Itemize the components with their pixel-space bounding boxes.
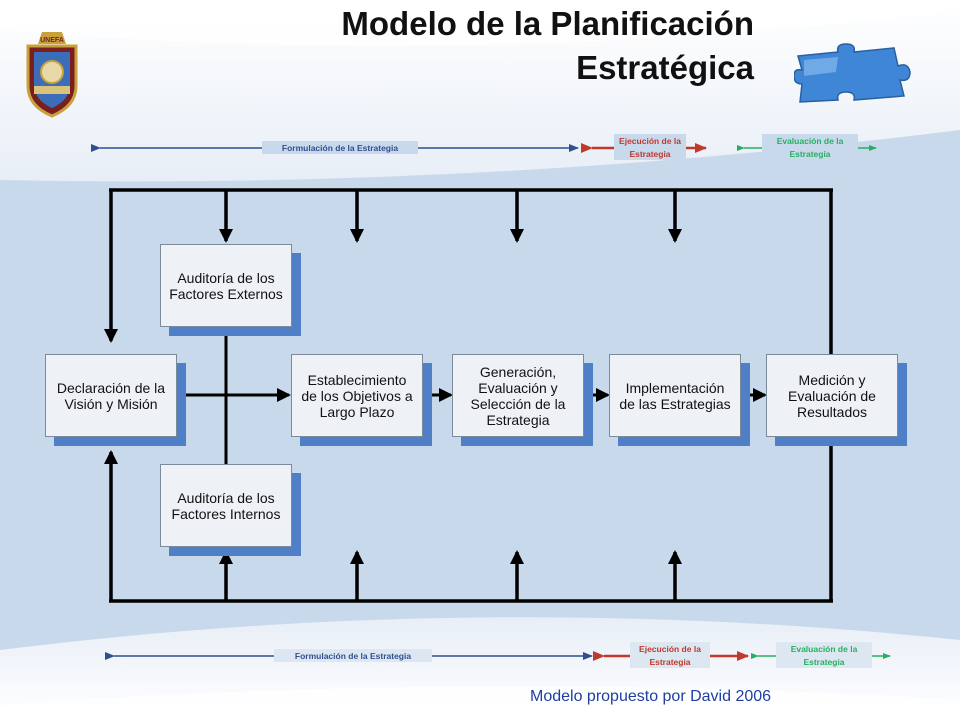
phase-bar-top: Formulación de la Estrategia Ejecución d… (91, 134, 877, 160)
feedback-loop (104, 188, 833, 603)
box-objectives: Establecimiento de los Objetivos a Largo… (291, 354, 423, 437)
puzzle-piece-icon (794, 43, 911, 103)
title-line-1: Modelo de la Planificación (341, 5, 754, 42)
slide-title: Modelo de la Planificación Estratégica (341, 2, 754, 90)
credit-text: Modelo propuesto por David 2006 (530, 688, 772, 705)
execution-label-top-1: Ejecución de la (619, 136, 681, 146)
box-external-audit: Auditoría de los Factores Externos (160, 244, 292, 327)
execution-label-bottom-2: Estrategia (649, 657, 690, 667)
box-measurement: Medición y Evaluación de Resultados (766, 354, 898, 437)
box-generation: Generación, Evaluación y Selección de la… (452, 354, 584, 437)
logo-text: UNEFA (40, 37, 64, 44)
evaluation-label-top-2: Estrategia (789, 149, 830, 159)
evaluation-label-bottom-1: Evaluación de la (791, 644, 858, 654)
box-implementation: Implementación de las Estrategias (609, 354, 741, 437)
execution-label-top-2: Estrategia (629, 149, 670, 159)
execution-label-bottom-1: Ejecución de la (639, 644, 701, 654)
university-crest-icon: UNEFA (26, 32, 78, 118)
title-line-2: Estratégica (576, 49, 754, 86)
evaluation-label-top-1: Evaluación de la (777, 136, 844, 146)
evaluation-label-bottom-2: Estrategia (803, 657, 844, 667)
formulation-label-bottom: Formulación de la Estrategia (295, 651, 411, 661)
phase-bar-bottom: Formulación de la Estrategia Ejecución d… (105, 642, 891, 668)
box-internal-audit: Auditoría de los Factores Internos (160, 464, 292, 547)
formulation-label-top: Formulación de la Estrategia (282, 143, 398, 153)
box-mission: Declaración de la Visión y Misión (45, 354, 177, 437)
